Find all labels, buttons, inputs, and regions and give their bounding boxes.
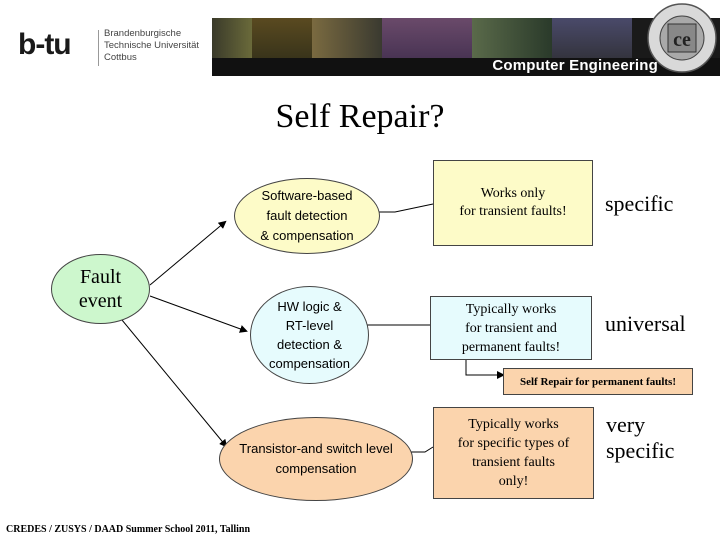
result-label: Works only for transient faults! xyxy=(459,186,567,219)
scope-label: very specific xyxy=(606,412,675,463)
approach-label: Transistor-and switch level compensation xyxy=(239,441,393,476)
footer-credit: CREDES / ZUSYS / DAAD Summer School 2011… xyxy=(6,524,251,535)
fault-to-approach-arrows xyxy=(121,220,248,448)
logo-divider xyxy=(98,30,99,66)
approach-label: HW logic & RT-level detection & compensa… xyxy=(269,299,350,371)
btu-logo-mark: b-tu xyxy=(18,28,72,61)
approach-label: Software-based fault detection & compens… xyxy=(260,188,354,243)
self-repair-callout: Self Repair for permanent faults! xyxy=(503,368,693,395)
approach-to-result-lines xyxy=(362,203,434,453)
scope-label: universal xyxy=(605,311,686,336)
svg-text:ce: ce xyxy=(673,29,691,51)
approach-hw-logic: HW logic & RT-level detection & compensa… xyxy=(250,286,369,384)
result-box-transient-and-permanent: Typically works for transient and perman… xyxy=(430,296,592,360)
fault-event-label: Fault event xyxy=(78,266,123,312)
approach-transistor-level: Transistor-and switch level compensation xyxy=(219,417,413,501)
fault-event-node: Fault event xyxy=(51,254,150,324)
chip-image xyxy=(212,58,720,76)
scope-label: specific xyxy=(605,191,674,216)
result-box-specific-types: Typically works for specific types of tr… xyxy=(433,407,594,499)
logo-line-3: Cottbus xyxy=(104,52,137,63)
result-label: Typically works for specific types of tr… xyxy=(457,417,570,489)
btu-logo: b-tu Brandenburgische Technische Univers… xyxy=(18,26,208,70)
logo-line-1: Brandenburgische xyxy=(104,28,182,39)
computer-engineering-emblem: ce xyxy=(647,3,717,73)
slide-title: Self Repair? xyxy=(275,98,445,135)
logo-line-2: Technische Universität xyxy=(104,40,200,51)
result-box-transient-only: Works only for transient faults! xyxy=(433,160,593,246)
callout-connector xyxy=(465,357,505,379)
callout-label: Self Repair for permanent faults! xyxy=(519,375,677,388)
header-banner: Computer Engineering xyxy=(212,18,720,76)
result-label: Typically works for transient and perman… xyxy=(461,301,561,355)
approach-software-based: Software-based fault detection & compens… xyxy=(234,178,380,254)
department-label: Computer Engineering xyxy=(492,57,658,74)
